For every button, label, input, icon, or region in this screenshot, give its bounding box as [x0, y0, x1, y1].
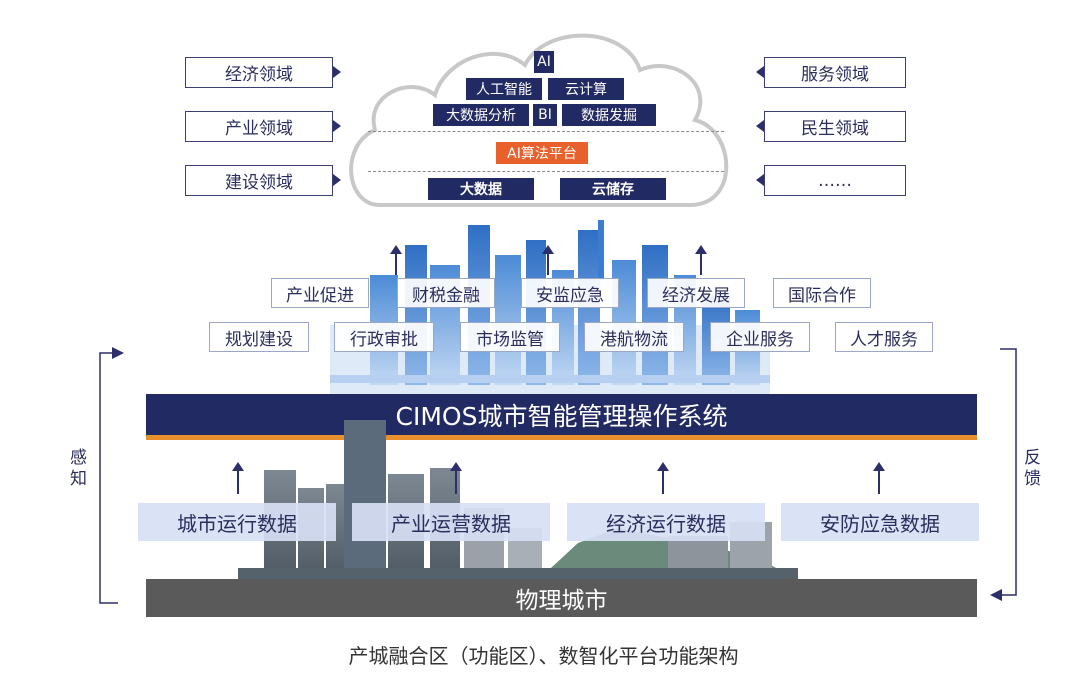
cloud-tag-big-data: 大数据 — [428, 178, 534, 200]
up-arrow-skyline-1 — [390, 245, 402, 275]
data-city-operation: 城市运行数据 — [138, 503, 336, 541]
cloud-tag-ai-intelligence: 人工智能 — [466, 78, 542, 100]
up-arrow-data-4 — [873, 462, 885, 494]
func-industry-promotion: 产业促进 — [271, 278, 369, 308]
func-planning-construction: 规划建设 — [209, 322, 309, 352]
func-international-cooperation: 国际合作 — [773, 278, 871, 308]
up-arrow-skyline-3 — [695, 245, 707, 275]
cloud-tag-big-data-analysis: 大数据分析 — [433, 104, 529, 126]
cloud-tag-ai: AI — [534, 51, 554, 73]
func-talent-service: 人才服务 — [835, 322, 933, 352]
domain-livelihood: 民生领域 — [756, 111, 906, 142]
func-administrative-approval: 行政审批 — [334, 322, 434, 352]
city-skyline-lower — [238, 420, 798, 580]
feedback-loop-line — [990, 348, 1017, 601]
cloud-tag-cloud-storage: 云储存 — [560, 178, 666, 200]
cloud-divider-top — [368, 131, 724, 132]
up-arrow-data-1 — [232, 462, 244, 494]
cimos-os-bar: CIMOS城市智能管理操作系统 — [146, 394, 977, 435]
func-economic-development: 经济发展 — [647, 278, 745, 308]
figure-caption: 产城融合区（功能区）、数智化平台功能架构 — [348, 644, 739, 668]
up-arrow-data-3 — [657, 462, 669, 494]
ai-algorithm-platform: AI算法平台 — [496, 142, 588, 164]
cloud-divider-bottom — [368, 171, 724, 172]
domain-etc: …… — [756, 165, 906, 196]
func-finance-tax: 财税金融 — [397, 278, 495, 308]
domain-service: 服务领域 — [756, 57, 906, 88]
domain-industry: 产业领域 — [185, 111, 341, 142]
cloud-tag-cloud-computing: 云计算 — [548, 78, 624, 100]
cloud-tag-bi: BI — [533, 104, 557, 126]
perception-loop-line — [99, 347, 124, 604]
feedback-label: 反馈 — [1024, 448, 1041, 489]
physical-city-bar: 物理城市 — [146, 579, 977, 617]
data-industry-operation: 产业运营数据 — [352, 503, 550, 541]
cloud-tag-data-mining: 数据发掘 — [562, 104, 656, 126]
os-bar-underline — [146, 435, 977, 440]
up-arrow-skyline-2 — [542, 245, 554, 275]
up-arrow-data-2 — [450, 462, 462, 494]
func-enterprise-service: 企业服务 — [710, 322, 810, 352]
func-market-supervision: 市场监管 — [460, 322, 560, 352]
domain-construction: 建设领域 — [185, 165, 341, 196]
domain-economy: 经济领域 — [185, 57, 341, 88]
data-security-emergency: 安防应急数据 — [781, 503, 979, 541]
func-port-logistics: 港航物流 — [584, 322, 684, 352]
perception-label: 感知 — [70, 448, 87, 489]
func-safety-emergency: 安监应急 — [521, 278, 619, 308]
data-economic-operation: 经济运行数据 — [567, 503, 765, 541]
